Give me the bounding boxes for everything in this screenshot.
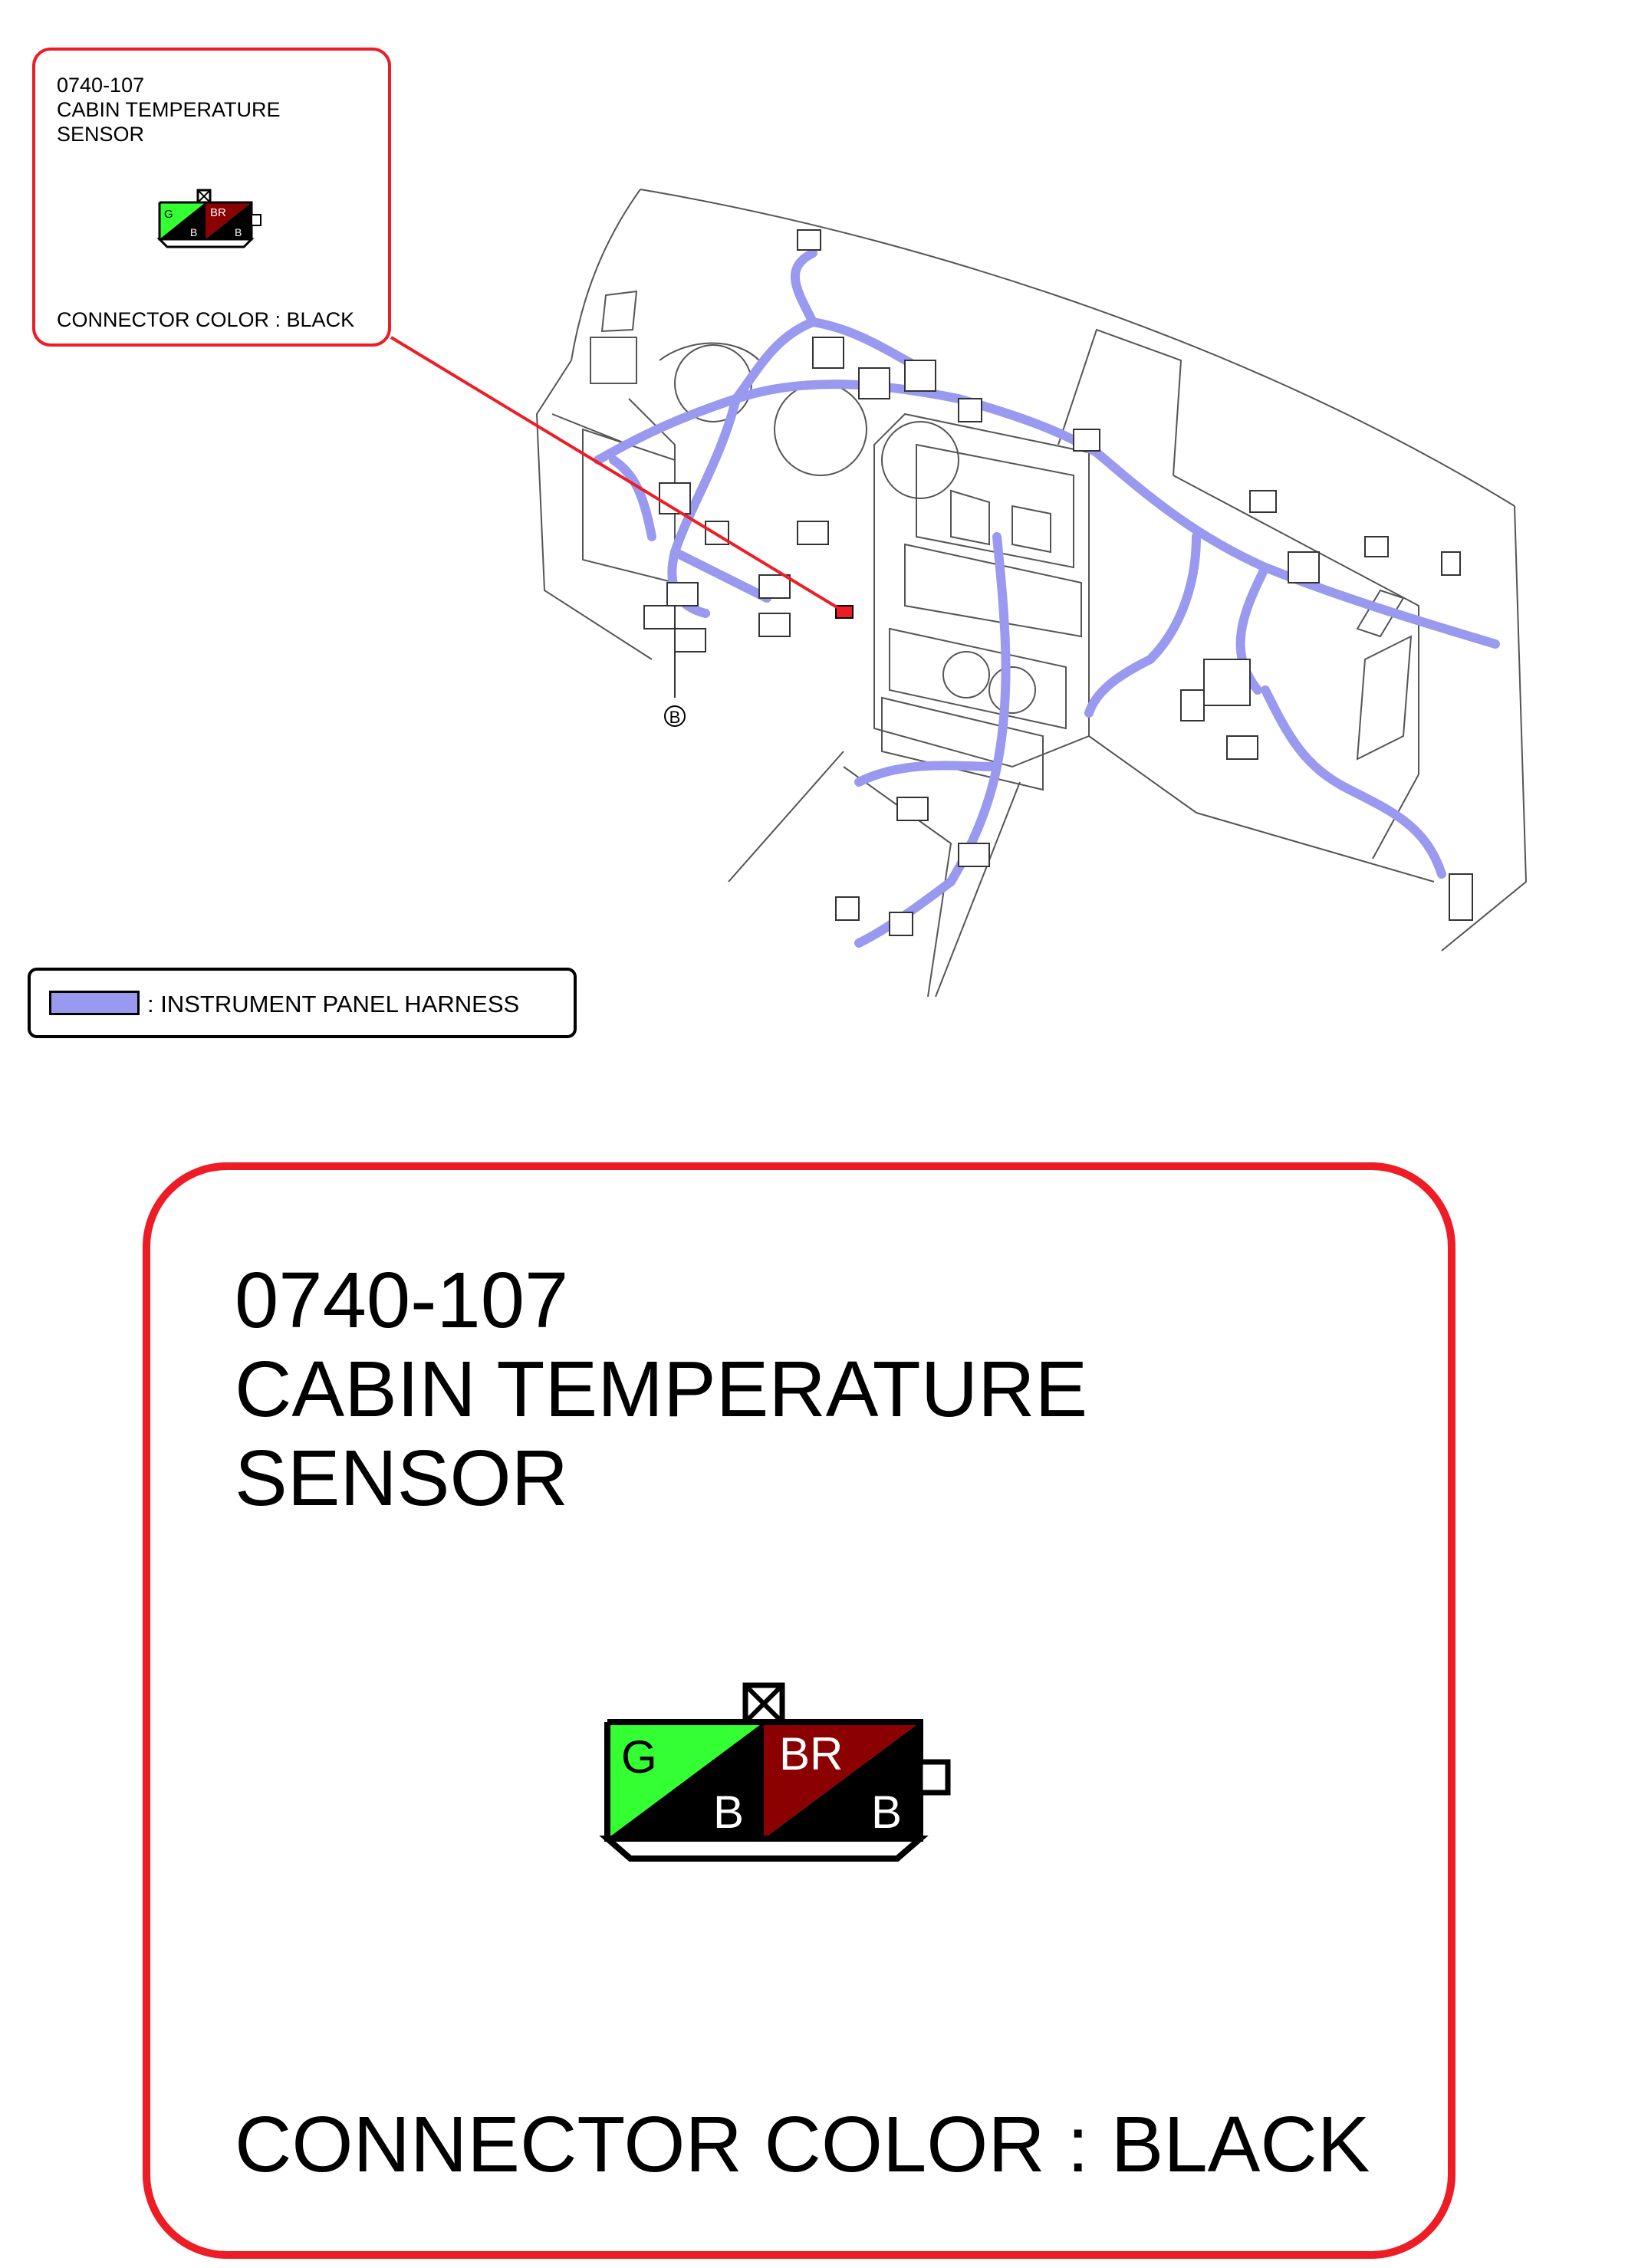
connector-blocks [643,229,1473,936]
legend-box: : INSTRUMENT PANEL HARNESS [28,968,577,1038]
connector-name-line1: CABIN TEMPERATURE [57,98,281,121]
terminal-1-ground-label-large: B [713,1786,744,1838]
connector-id-large: 0740-107 [235,1256,569,1344]
connector-icon-large: G B BR B [599,1682,951,1862]
connector-callout-small: 0740-107 CABIN TEMPERATURE SENSOR G B BR… [32,48,391,347]
connector-id: 0740-107 [57,74,145,97]
connector-name-line1-large: CABIN TEMPERATURE [235,1345,1088,1433]
connector-callout-large: 0740-107 CABIN TEMPERATURE SENSOR G B BR… [143,1162,1455,2259]
connector-icon-small: G B BR B [156,189,261,248]
connector-color-label: CONNECTOR COLOR : BLACK [57,308,355,331]
point-b-label: B [669,708,681,727]
terminal-1-wire-color: G [164,208,173,221]
legend-harness-label: : INSTRUMENT PANEL HARNESS [147,991,520,1017]
terminal-1-wire-color-large: G [621,1731,657,1783]
legend-harness-swatch [49,991,140,1015]
terminal-2-wire-color-large: BR [779,1728,843,1780]
connector-name-line2: SENSOR [57,123,145,146]
terminal-2-ground-label: B [235,226,242,238]
point-b-marker [664,705,686,727]
terminal-2-wire-color: BR [210,206,226,219]
instrument-panel-harness [594,248,1500,948]
callout-leader-line [390,336,844,612]
terminal-1-ground-label: B [190,226,197,238]
connector-color-label-large: CONNECTOR COLOR : BLACK [235,2100,1370,2188]
connector-name-line2-large: SENSOR [235,1434,568,1522]
terminal-2-ground-label-large: B [871,1786,902,1838]
